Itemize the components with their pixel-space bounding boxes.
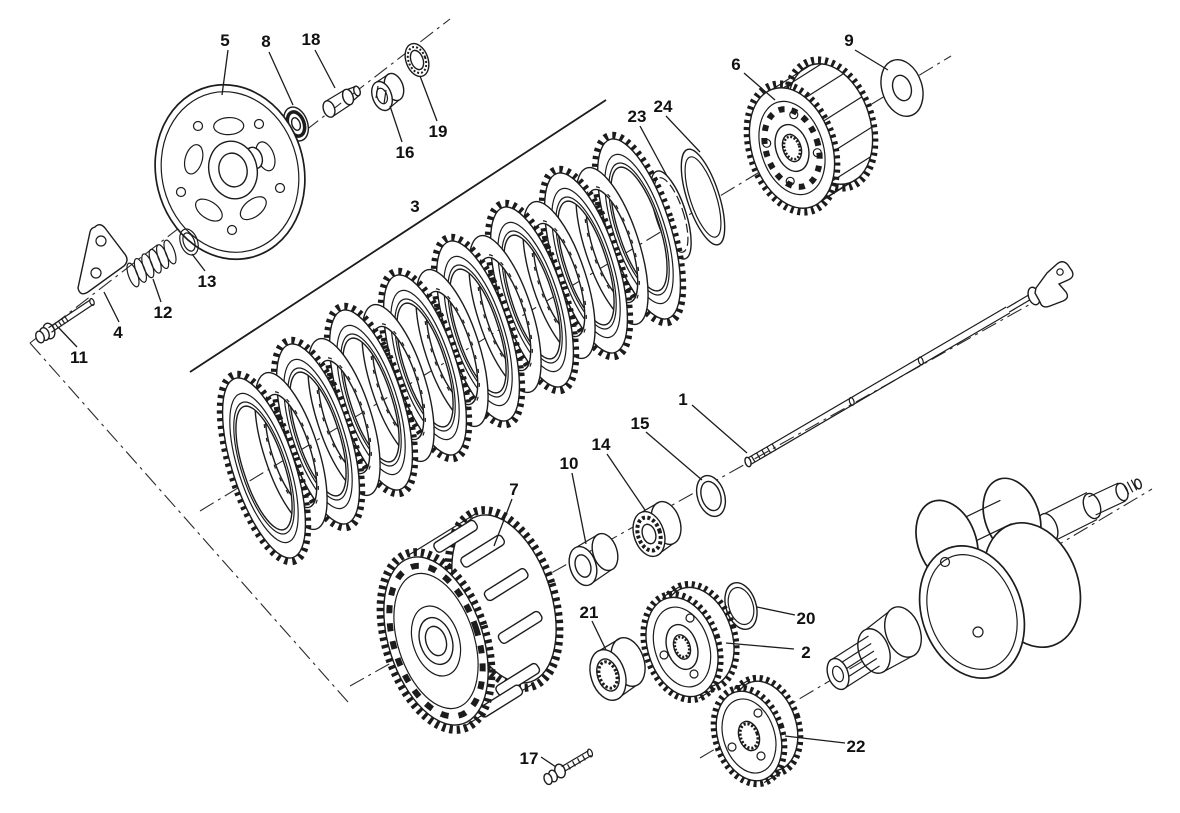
part-11-bolt (35, 298, 95, 344)
part-10-spacer (568, 532, 619, 587)
callout-4: 4 (113, 323, 123, 342)
part-13-circlip (179, 228, 199, 256)
callout-1: 1 (678, 390, 687, 409)
callout-6: 6 (731, 55, 740, 74)
part-18-pin (322, 85, 361, 118)
callout-11: 11 (70, 348, 88, 367)
part-21-one-way-bearing (589, 637, 646, 701)
part-22-gear (710, 674, 804, 788)
part-20-ring (724, 582, 758, 630)
part-17-bolt (543, 748, 594, 786)
callout-5: 5 (220, 31, 229, 50)
callout-19: 19 (429, 122, 448, 141)
callout-12: 12 (154, 303, 173, 322)
callout-16: 16 (396, 143, 415, 162)
callout-8: 8 (261, 32, 270, 51)
callout-21: 21 (580, 603, 599, 622)
part-1-shaft (744, 261, 1074, 468)
part-12-spring (126, 239, 177, 288)
part-3-bracket-line (189, 99, 607, 373)
callout-labels: 1 2 3 4 5 6 7 8 9 10 11 12 13 14 15 16 1… (70, 30, 865, 768)
part-4-retainer-plate (77, 224, 128, 295)
callout-14: 14 (592, 435, 611, 454)
part-3-clutch-plate-stack (189, 99, 699, 570)
callout-7: 7 (509, 480, 518, 499)
part-2-gear (640, 580, 740, 704)
part-24-ring (680, 148, 726, 246)
callout-3: 3 (410, 197, 419, 216)
part-9-washer (880, 59, 924, 117)
part-15-ring (695, 474, 727, 518)
part-7-clutch-basket (376, 506, 564, 734)
part-16-nut (371, 72, 405, 112)
callout-15: 15 (631, 414, 650, 433)
callout-leader-lines (57, 49, 889, 768)
callout-22: 22 (847, 737, 866, 756)
part-6-clutch-hub (743, 56, 879, 216)
callout-10: 10 (560, 454, 579, 473)
callout-23: 23 (628, 107, 647, 126)
callout-24: 24 (654, 97, 673, 116)
callout-20: 20 (797, 609, 816, 628)
callout-18: 18 (302, 30, 321, 49)
callout-2: 2 (801, 643, 810, 662)
part-19-lock-washer (404, 42, 430, 78)
part-14-bearing (632, 500, 682, 558)
callout-9: 9 (844, 31, 853, 50)
crankshaft (826, 477, 1142, 691)
callout-17: 17 (520, 749, 539, 768)
callout-13: 13 (198, 272, 217, 291)
part-5-pressure-plate (154, 83, 306, 261)
